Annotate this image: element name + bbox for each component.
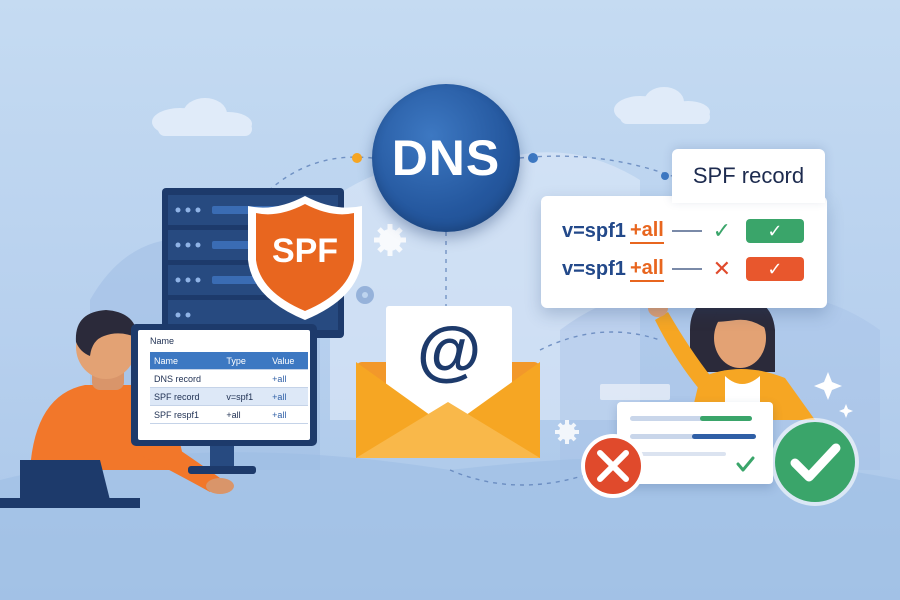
table-cell	[222, 369, 269, 388]
table-cell: SPF respf1	[150, 405, 223, 424]
table-cell: DNS record	[150, 369, 223, 388]
gear-icon	[555, 420, 579, 444]
column-header: Name	[150, 352, 223, 370]
sparkle-icon	[814, 372, 853, 418]
table-cell: +all	[268, 405, 308, 424]
person-analyst-illustration	[642, 290, 815, 420]
email-envelope-icon	[356, 306, 540, 458]
result-panel	[617, 402, 773, 484]
spf-record-card	[541, 196, 827, 308]
cloud-icon	[614, 87, 710, 124]
spf-version: v=spf1	[562, 257, 626, 280]
gear-icon	[374, 224, 406, 256]
connector-line	[671, 230, 702, 232]
at-symbol-icon: @	[416, 313, 482, 387]
table-cell: +all	[222, 405, 269, 424]
table-row: SPF respf1 +all +all	[150, 405, 308, 424]
connector-dot	[661, 172, 669, 180]
monitor-screen: Name Name Type Value DNS record +all SPF…	[138, 330, 310, 440]
spf-row-valid: v=spf1 +all ✓ ✓	[562, 214, 804, 248]
connector-dot	[352, 153, 362, 163]
check-icon: ✓	[767, 220, 783, 241]
dns-records-table: Name Type Value DNS record +all SPF reco…	[150, 352, 308, 424]
cross-icon: ✕	[712, 256, 732, 281]
table-row: DNS record +all	[150, 369, 308, 388]
spf-version: v=spf1	[562, 219, 626, 242]
column-header: Type	[222, 352, 269, 370]
column-header: Value	[268, 352, 308, 370]
spf-card-title: SPF record	[692, 163, 805, 188]
table-cell: SPF record	[150, 387, 223, 406]
table-header-row: Name Type Value	[150, 352, 308, 370]
dns-label: DNS	[391, 130, 501, 186]
status-pill-fail: ✓	[745, 257, 804, 281]
connector-line	[671, 268, 702, 270]
cloud-icon	[152, 98, 252, 136]
check-icon: ✓	[712, 218, 732, 243]
connector-dot	[528, 153, 538, 163]
shield-label: SPF	[271, 232, 339, 270]
screen-title: Name	[150, 336, 175, 346]
table-cell: v=spf1	[222, 387, 269, 406]
check-icon: ✓	[767, 258, 783, 279]
table-row: SPF record v=spf1 +all	[150, 387, 308, 406]
spf-mechanism: +all	[629, 219, 664, 244]
monitor-base	[188, 466, 256, 474]
spf-card-header: SPF record	[672, 149, 825, 203]
status-pill-pass: ✓	[745, 219, 804, 243]
table-cell: +all	[268, 369, 308, 388]
monitor-stand	[210, 446, 234, 468]
dns-badge: DNS	[372, 84, 520, 232]
spf-mechanism: +all	[629, 257, 664, 282]
table-cell: +all	[268, 387, 308, 406]
spf-row-invalid: v=spf1 +all ✕ ✓	[562, 252, 804, 286]
gear-icon	[356, 286, 374, 304]
